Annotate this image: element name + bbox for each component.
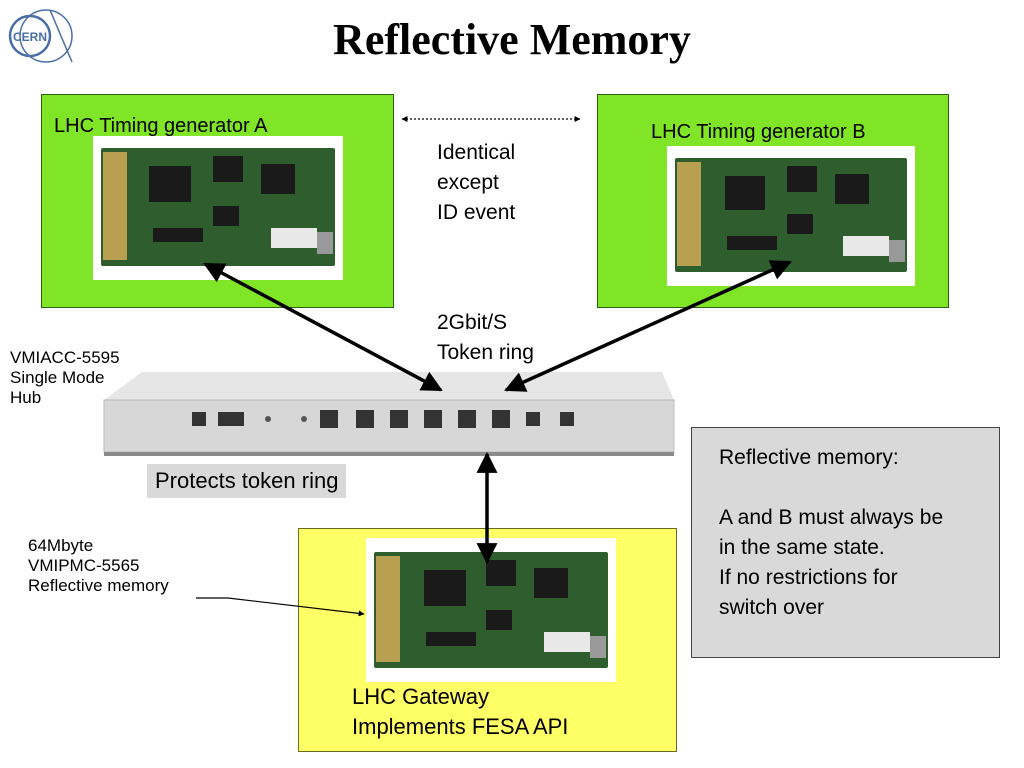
note-box-text: Reflective memory: A and B must always b… xyxy=(719,443,943,623)
identical-note-line: except xyxy=(437,171,499,194)
generator-a-board xyxy=(93,136,343,280)
gateway-line-1: LHC Gateway xyxy=(352,684,489,709)
gateway-line-2: Implements FESA API xyxy=(352,714,569,739)
gateway-text: LHC Gateway Implements FESA API xyxy=(352,682,568,742)
note-line: If no restrictions for xyxy=(719,566,898,589)
cern-logo: CERN xyxy=(8,9,73,63)
protect-label: Protects token ring xyxy=(147,464,347,498)
note-line: in the same state. xyxy=(719,536,885,559)
arrow-generator-b-to-hub xyxy=(504,260,792,392)
memory-label-line: Reflective memory xyxy=(28,576,169,595)
identical-note: Identical except ID event xyxy=(437,138,515,228)
memory-label: 64Mbyte VMIPMC-5565 Reflective memory xyxy=(28,536,169,596)
note-box: Reflective memory: A and B must always b… xyxy=(691,427,1000,658)
arrow-generator-a-to-hub xyxy=(203,262,443,392)
generator-a-label: LHC Timing generator A xyxy=(54,115,268,137)
hub-label-line: VMIACC-5595 xyxy=(10,348,120,367)
hub-label-line: Hub xyxy=(10,388,42,407)
page-title: Reflective Memory xyxy=(333,15,691,64)
pmc-board-image xyxy=(374,552,608,668)
hub-label-line: Single Mode xyxy=(10,368,105,387)
note-line: switch over xyxy=(719,596,825,619)
memory-label-line: 64Mbyte xyxy=(28,536,94,555)
generator-b-label: LHC Timing generator B xyxy=(651,121,866,143)
identical-note-line: ID event xyxy=(437,201,516,224)
hub-label: VMIACC-5595 Single Mode Hub xyxy=(10,348,120,408)
pmc-board-image xyxy=(101,148,335,266)
link-note-line: 2Gbit/S xyxy=(437,311,508,334)
memory-pointer-line xyxy=(196,597,365,617)
identical-note-line: Identical xyxy=(437,141,516,164)
memory-label-line: VMIPMC-5565 xyxy=(28,556,140,575)
note-heading: Reflective memory: xyxy=(719,446,899,469)
pmc-board-image xyxy=(675,158,907,272)
cern-logo-text: CERN xyxy=(13,30,47,44)
note-line: A and B must always be xyxy=(719,506,944,529)
